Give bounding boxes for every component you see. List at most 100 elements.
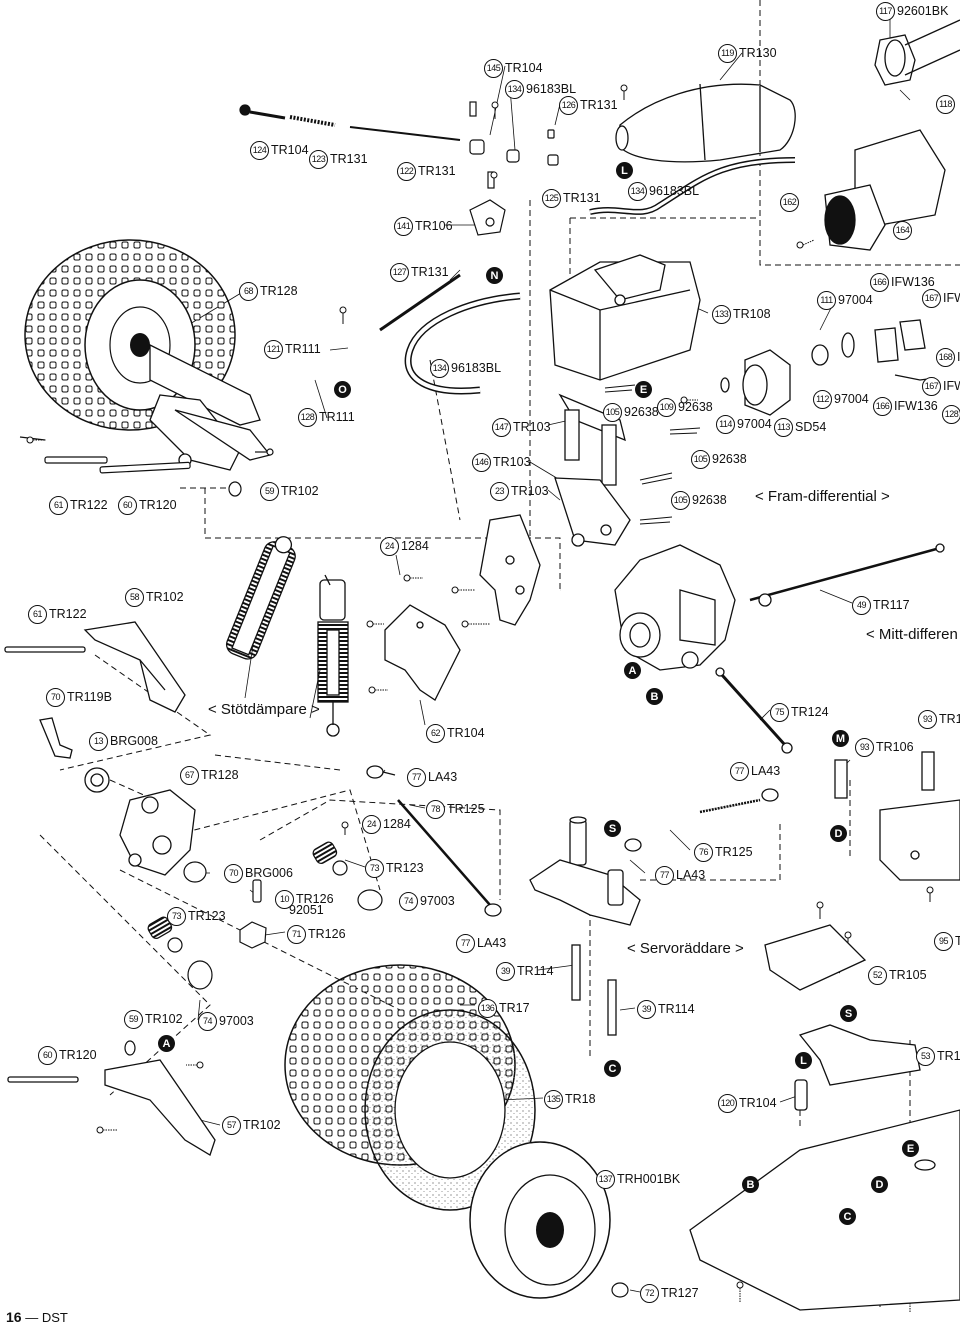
part-number-circle: 60 [118, 496, 137, 515]
part-code: LA43 [428, 770, 458, 785]
part-code: TR128 [260, 284, 298, 299]
part-code: 97004 [838, 293, 873, 308]
part-number-circle: 24 [380, 537, 399, 556]
part-code: 92638 [712, 452, 747, 467]
part-number-circle: 58 [125, 588, 144, 607]
part-number-circle: 93 [855, 738, 874, 757]
part-code: TR128 [201, 768, 239, 783]
section-title-fram-differential: < Fram-differential > [755, 488, 890, 505]
part-code: LA43 [676, 868, 706, 883]
part-number-circle: 39 [496, 962, 515, 981]
part-code: 96183BL [451, 361, 502, 376]
part-number-circle: 72 [640, 1284, 659, 1303]
part-code: BRG008 [110, 734, 158, 749]
part-number-circle: 71 [287, 925, 306, 944]
footer-model: DST [41, 1310, 68, 1325]
part-code: LA43 [751, 764, 781, 779]
part-number-circle: 49 [852, 596, 871, 615]
part-code: TR108 [733, 307, 771, 322]
connection-marker-l1: L [616, 162, 633, 179]
part-number-circle: 122 [397, 162, 416, 181]
part-number-circle: 133 [712, 305, 731, 324]
part-code: TR127 [661, 1286, 699, 1301]
part-code: TR18 [565, 1092, 596, 1107]
part-number-circle: 39 [637, 1000, 656, 1019]
part-number-circle: 136 [478, 999, 497, 1018]
part-code: TR106 [876, 740, 914, 755]
part-number-circle: 112 [813, 390, 832, 409]
part-code: IFW136 [891, 275, 935, 290]
part-code: TR120 [139, 498, 177, 513]
part-code: 1284 [383, 817, 411, 832]
part-number-circle: 147 [492, 418, 511, 437]
part-code: TR126 [296, 892, 334, 907]
part-number-circle: 113 [774, 418, 793, 437]
part-code: 92601BK [897, 4, 949, 19]
part-code: TR125 [447, 802, 485, 817]
part-code: BRG006 [245, 866, 293, 881]
part-code: TR111 [285, 342, 321, 357]
part-code: TR131 [563, 191, 601, 206]
part-number-circle: 134 [430, 359, 449, 378]
part-code: IFW [943, 379, 960, 394]
part-code: TR117 [873, 598, 910, 613]
connection-marker-l2: L [795, 1052, 812, 1069]
part-number-circle: 119 [718, 44, 737, 63]
part-code: TR103 [513, 420, 551, 435]
part-number-circle: 75 [770, 703, 789, 722]
part-number-circle: 167 [922, 377, 941, 396]
part-callout-c53: 53TR10 [916, 1047, 960, 1066]
part-number-circle: 70 [46, 688, 65, 707]
part-number-circle: 95 [934, 932, 953, 951]
part-number-circle: 24 [362, 815, 381, 834]
part-code: TR122 [70, 498, 108, 513]
part-number-circle: 105 [671, 491, 690, 510]
part-number-circle: 77 [655, 866, 674, 885]
part-number-circle: 145 [484, 59, 503, 78]
part-number-circle: 127 [390, 263, 409, 282]
part-number-circle: 67 [180, 766, 199, 785]
connection-marker-b1: B [646, 688, 663, 705]
part-code: T [955, 934, 960, 949]
part-code: 97003 [420, 894, 455, 909]
part-number-circle: 10 [275, 890, 294, 909]
part-code: TR104 [271, 143, 309, 158]
part-number-circle: 109 [657, 398, 676, 417]
part-code: LA43 [477, 936, 507, 951]
part-number-circle: 23 [490, 482, 509, 501]
part-number-circle: 117 [876, 2, 895, 21]
part-code: IFW [943, 291, 960, 306]
part-number-circle: 61 [49, 496, 68, 515]
part-code: TR102 [281, 484, 319, 499]
page-footer: 16 — DST [6, 1309, 68, 1325]
connection-marker-c1: C [604, 1060, 621, 1077]
